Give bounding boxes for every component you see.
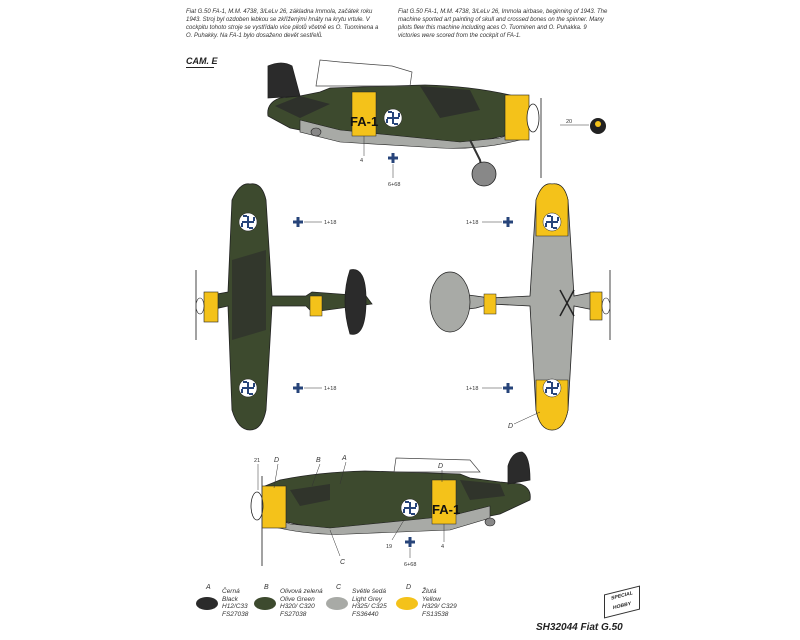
aircraft-code-side-right: FA-1 [432,502,460,517]
legend-code1: H325/ C325 [352,603,387,610]
callout-4: 4 [360,158,363,164]
bottom-view: 1+18 1+18 D [429,183,611,431]
aircraft-code-side: FA-1 [350,114,378,129]
callout-4-b: 4 [441,544,444,550]
legend-name-cz: Olivová zelená [280,588,323,595]
legend-swatch-olive [254,597,276,610]
legend-swatch-yellow [396,597,418,610]
callout-1-18-top-b: 1+18 [324,386,336,392]
legend-swatch-grey [326,597,348,610]
legend-item-yellow: D Žlutá Yellow H329/ C329 FS13538 [396,584,466,624]
legend-name-cz: Černá [222,588,240,595]
legend-item-olive: B Olivová zelená Olive Green H320/ C320 … [254,584,324,624]
side-letter-c: C [340,559,346,566]
legend-name-en: Black [222,595,238,603]
legend-swatch-black [196,597,218,610]
legend-letter: C [336,584,342,591]
legend-item-black: A Černá Black H12/C33 FS27038 [196,584,256,624]
legend-letter: D [406,584,412,591]
callout-1-18-top-a: 1+18 [324,220,336,226]
legend-code2: FS27038 [280,610,307,618]
callout-6-68-b: 6+68 [404,562,416,568]
kit-title: SH32044 Fiat G.50 [536,622,623,633]
side-view-right: FA-1 21 D B A D C 19 6+68 4 [250,451,531,568]
legend-name-cz: Žlutá [422,588,437,595]
legend-letter: A [206,584,211,591]
legend-name-en: Light Grey [352,595,382,603]
legend-letter: B [264,584,269,591]
camouflage-label: CAM. E [186,56,218,66]
callout-6-68: 6+68 [388,182,400,188]
legend-name-en: Yellow [422,595,441,603]
side-letter-d-right: D [438,463,443,470]
legend-code2: FS36440 [352,610,379,618]
intro-text-english: Fiat G.50 FA-1, M.M. 4738, 3/LeLv 26, Im… [398,9,608,39]
legend-code1: H12/C33 [222,603,248,610]
legend-item-grey: C Světle šedá Light Grey H325/ C325 FS36… [326,584,396,624]
side-letter-d-left: D [274,457,279,464]
callout-21: 21 [254,458,260,464]
side-letter-a: A [341,455,347,462]
legend-name-en: Olive Green [280,595,315,603]
top-view: 1+18 1+18 [195,183,373,431]
intro-text-czech: Fiat G.50 FA-1, M.M. 4738, 3/LeLv 26, zá… [186,9,379,39]
callout-19: 19 [386,544,392,550]
legend-name-cz: Světle šedá [352,588,386,595]
side-letter-b: B [316,457,321,464]
legend-code1: H329/ C329 [422,603,457,610]
callout-1-18-bottom-a: 1+18 [466,220,478,226]
callout-1-18-bottom-b: 1+18 [466,386,478,392]
side-view-left: FA-1 20 4 6+68 [267,59,606,188]
legend-code1: H320/ C320 [280,603,315,610]
callout-20: 20 [566,119,572,125]
legend-code2: FS13538 [422,610,449,618]
legend-code2: FS27038 [222,610,249,618]
bottom-view-letter-d: D [508,423,513,430]
